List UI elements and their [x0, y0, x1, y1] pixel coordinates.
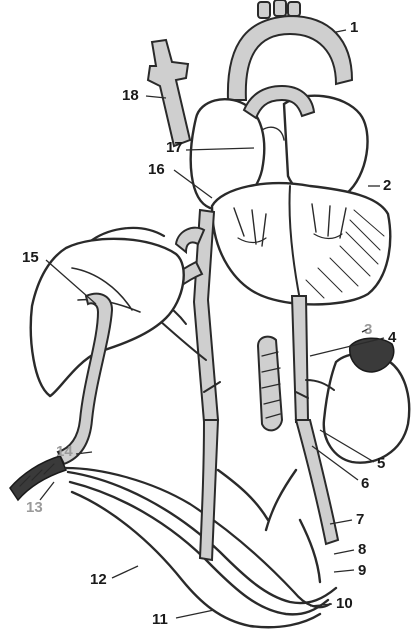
- label-6: 6: [361, 476, 369, 492]
- descending-aorta: [292, 296, 308, 422]
- label-10: 10: [336, 596, 353, 612]
- label-14: 14: [56, 444, 73, 460]
- heart: [191, 86, 390, 304]
- label-4: 4: [388, 330, 396, 346]
- label-3: 3: [364, 322, 372, 338]
- label-11: 11: [152, 612, 168, 628]
- label-13: 13: [26, 500, 43, 516]
- label-18: 18: [122, 88, 139, 104]
- umbilical-cord: [10, 456, 66, 500]
- label-16: 16: [148, 162, 165, 178]
- label-12: 12: [90, 572, 107, 588]
- label-2: 2: [383, 178, 391, 194]
- label-8: 8: [358, 542, 366, 558]
- label-5: 5: [377, 456, 385, 472]
- label-9: 9: [358, 563, 366, 579]
- label-7: 7: [356, 512, 364, 528]
- label-15: 15: [22, 250, 39, 266]
- label-17: 17: [166, 140, 183, 156]
- aortic-arch: [228, 0, 352, 100]
- iliac-arteries: [200, 420, 338, 582]
- superior-vena-cava: [148, 40, 190, 146]
- label-1: 1: [350, 20, 358, 36]
